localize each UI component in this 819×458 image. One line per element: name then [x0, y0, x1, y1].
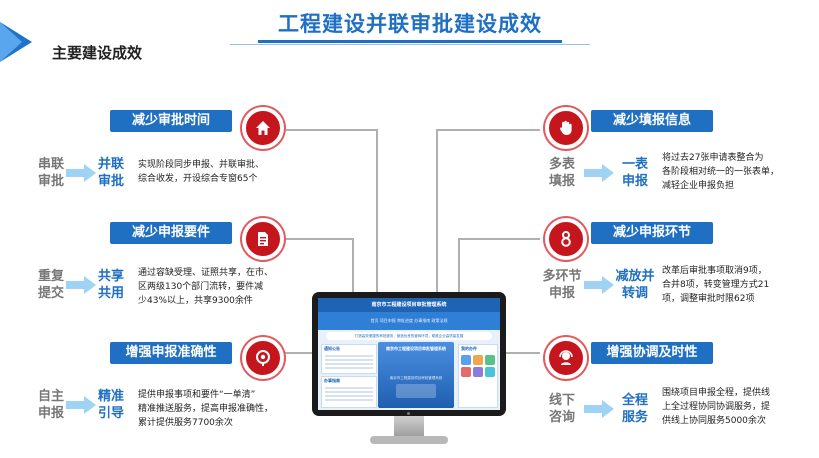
item-description: 改革后审批事项取消9项， 合并8项，转变管理方式21 项，调整审批时限62项 [662, 266, 770, 304]
item-description: 实现阶段同步申报、并联审批、 综合收发，开设综合专窗65个 [138, 160, 265, 184]
item-tag: 减少申报环节 [591, 222, 713, 244]
after-label: 共享 共用 [97, 269, 124, 301]
item-tag: 增强申报准确性 [110, 342, 232, 364]
before-label: 多环节 申报 [542, 269, 582, 301]
connector-line [282, 238, 354, 240]
text-placeholder [325, 363, 373, 365]
item-tag: 减少申报要件 [110, 222, 232, 244]
corner-decoration-light [0, 22, 22, 62]
connector-line [506, 352, 540, 354]
person-icon [545, 218, 587, 260]
text-placeholder [325, 387, 373, 389]
page-title: 工程建设并联审批建设成效 [278, 12, 542, 36]
monitor-power-dot [407, 412, 410, 415]
screen-banner: 打造高效便捷的审批服务，营造优良的营商环境，助推企业高质量发展 [326, 332, 492, 340]
arrow-right-icon [584, 400, 614, 418]
screen-panel: 办事指南 [321, 376, 377, 408]
document-icon [242, 218, 284, 260]
arrow-right-icon [66, 276, 96, 294]
screen-panel-title: 我的办件 [461, 346, 477, 351]
connector-line [458, 238, 540, 240]
item-description: 提供申报事项和要件“一单清” 精准推送服务，提高申报准确性， 累计提供服务770… [138, 390, 274, 428]
connector-line [436, 129, 540, 131]
after-label: 全程 服务 [621, 393, 648, 425]
text-placeholder [325, 391, 373, 393]
screen-illustration [396, 384, 436, 398]
target-icon [242, 337, 284, 379]
connector-line [458, 238, 460, 298]
connector-line [282, 129, 378, 131]
text-placeholder [325, 355, 373, 357]
screen-panel-title: 通知公告 [324, 346, 340, 351]
before-label: 重复 提交 [37, 269, 64, 301]
screen-nav: 首页 项目申报 审批进度 办事指南 政策法规 [318, 312, 500, 330]
home-icon [242, 107, 284, 149]
app-tile-icon [461, 367, 471, 377]
screen-popup: 南京市工程建设项目审批管理系统 南京市工程建设项目审批管理系统 [378, 342, 454, 408]
hand-icon [545, 107, 587, 149]
item-tag: 增强协调及时性 [591, 342, 713, 364]
screen-panel: 通知公告 [321, 344, 377, 374]
before-label: 自主 申报 [37, 389, 64, 421]
monitor-stand [394, 416, 424, 438]
text-placeholder [325, 359, 373, 361]
monitor-screen: 南京市工程建设项目审批管理系统 首页 项目申报 审批进度 办事指南 政策法规 打… [318, 298, 500, 410]
after-label: 并联 审批 [97, 157, 124, 189]
before-label: 线下 咨询 [548, 393, 575, 425]
app-tile-icon [461, 355, 471, 365]
text-placeholder [325, 399, 373, 401]
screen-nav-text: 首页 项目申报 审批进度 办事指南 政策法规 [370, 318, 448, 323]
after-label: 减放并 转调 [615, 269, 655, 301]
app-tile-icon [485, 355, 495, 365]
arrow-right-icon [584, 276, 614, 294]
app-tile-icon [473, 367, 483, 377]
monitor-base [370, 436, 448, 444]
connector-line [282, 352, 312, 354]
item-description: 将过去27张申请表整合为 各阶段相对统一的一张表单， 减轻企业申报负担 [662, 153, 780, 191]
screen-panel: 我的办件 [458, 344, 498, 408]
section-subtitle: 主要建设成效 [52, 44, 143, 62]
before-label: 串联 审批 [37, 157, 64, 189]
arrow-right-icon [66, 396, 96, 414]
connector-line [352, 238, 354, 298]
screen-header: 南京市工程建设项目审批管理系统 [318, 298, 500, 312]
item-tag: 减少填报信息 [591, 110, 713, 132]
text-placeholder [325, 395, 373, 397]
title-underline-thin [230, 44, 590, 45]
screen-popup-subtitle: 南京市工程建设项目审批管理系统 [389, 376, 443, 380]
before-label: 多表 填报 [548, 157, 575, 189]
connector-line [376, 129, 378, 297]
item-description: 通过容缺受理、证照共享，在市、 区两级130个部门流转，要件减 少43%以上，共… [138, 268, 274, 306]
screen-icon-grid [459, 353, 497, 379]
connector-line [436, 129, 438, 297]
arrow-right-icon [66, 164, 96, 182]
text-placeholder [325, 367, 373, 369]
arrow-right-icon [584, 164, 614, 182]
item-tag: 减少审批时间 [110, 110, 232, 132]
screen-header-title: 南京市工程建设项目审批管理系统 [371, 302, 447, 308]
item-description: 围绕项目申报全程，提供线 上全过程协同协调服务，提 供线上协同服务5000余次 [662, 388, 771, 426]
screen-banner-text: 打造高效便捷的审批服务，营造优良的营商环境，助推企业高质量发展 [354, 334, 464, 338]
screen-panel-title: 办事指南 [324, 378, 340, 383]
app-tile-icon [485, 367, 495, 377]
after-label: 精准 引导 [97, 389, 124, 421]
screen-popup-title: 南京市工程建设项目审批管理系统 [386, 346, 446, 351]
app-tile-icon [473, 355, 483, 365]
support-icon [545, 337, 587, 379]
title-underline [258, 40, 562, 43]
after-label: 一表 申报 [621, 157, 648, 189]
